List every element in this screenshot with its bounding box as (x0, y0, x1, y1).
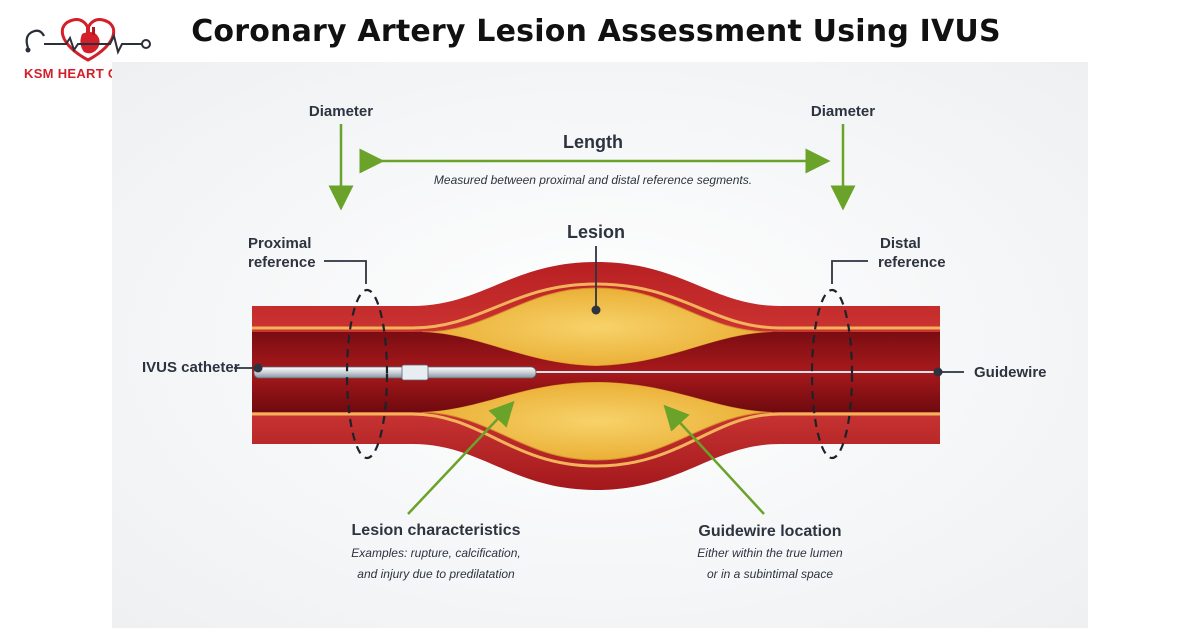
diameter-left-label: Diameter (309, 103, 373, 120)
proximal-reference-label: Proximal reference (248, 235, 316, 271)
guidewire-location-title: Guidewire location (698, 523, 841, 540)
guidewire-location-line1: Either within the true lumen (697, 546, 843, 560)
lesion-label: Lesion (567, 222, 625, 242)
length-note: Measured between proximal and distal ref… (434, 173, 752, 187)
ivus-transducer (401, 364, 429, 381)
lesion-characteristics-title: Lesion characteristics (352, 522, 521, 539)
lesion-characteristics-line2: and injury due to predilatation (357, 567, 515, 581)
guidewire-label: Guidewire (974, 364, 1047, 381)
ivus-diagram: Diameter Diameter Length Measured betwee… (112, 62, 1088, 628)
proximal-reference-leader (324, 260, 367, 284)
clinic-logo (18, 14, 158, 86)
length-label: Length (563, 132, 623, 152)
diameter-right-label: Diameter (811, 103, 875, 120)
ivus-catheter-body (253, 366, 537, 379)
distal-reference-leader (831, 260, 868, 284)
distal-reference-ring (810, 288, 854, 460)
heart-stethoscope-icon (25, 18, 151, 62)
lesion-characteristics-arrow (407, 400, 515, 515)
guidewire-location-line2: or in a subintimal space (707, 567, 833, 581)
ivus-catheter-label: IVUS catheter (142, 359, 240, 376)
page-title: Coronary Artery Lesion Assessment Using … (191, 14, 1001, 49)
lesion-characteristics-line1: Examples: rupture, calcification, (351, 546, 520, 560)
guidewire-location-arrow (663, 404, 765, 515)
proximal-reference-ring (345, 288, 389, 460)
ivus-diagram-svg: Diameter Diameter Length Measured betwee… (112, 62, 1088, 628)
distal-reference-label: Distal reference (878, 235, 946, 271)
artery-wall-band-bottom (252, 412, 940, 468)
